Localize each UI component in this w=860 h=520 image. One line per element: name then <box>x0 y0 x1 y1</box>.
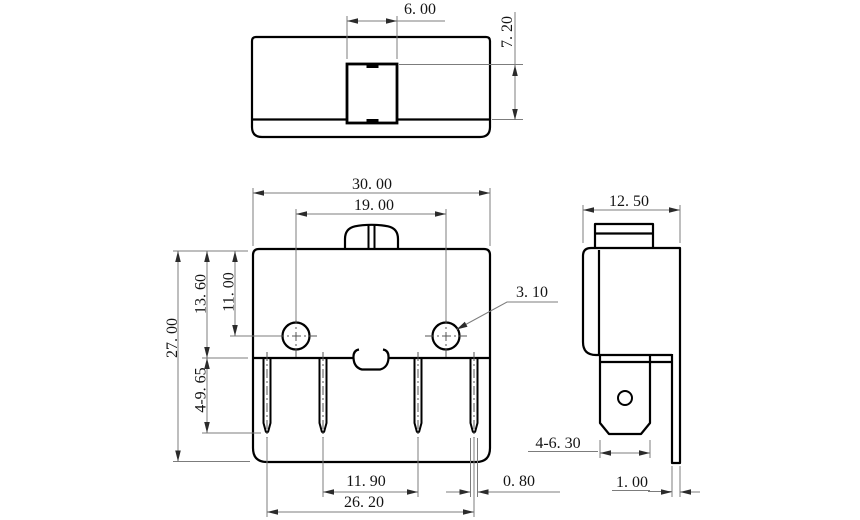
extension-lines <box>346 16 523 120</box>
arrowhead <box>407 489 418 495</box>
arrowhead <box>175 251 181 262</box>
front-button-outline <box>343 223 400 249</box>
arrowhead <box>680 489 691 495</box>
arrowhead <box>512 109 518 120</box>
dim-label-button-width: 6. 00 <box>404 1 436 18</box>
side-view: 12. 50 4-6. 30 1. 00 <box>528 193 700 497</box>
arrowhead <box>204 422 210 433</box>
arrowhead <box>253 190 264 196</box>
front-body-outline <box>251 247 492 464</box>
arrowhead <box>435 211 446 217</box>
arrowhead <box>661 489 672 495</box>
top-view-button-seam-marks <box>366 64 379 123</box>
dim-label-body-height: 13. 60 <box>193 274 210 314</box>
dim-label-pin-thickness: 0. 80 <box>503 473 535 490</box>
front-center-notch <box>352 348 390 371</box>
arrowhead <box>459 489 471 495</box>
dim-label-terminal-width: 4-6. 30 <box>535 435 580 452</box>
pin-centerlines <box>266 352 475 441</box>
arrowhead <box>386 18 397 24</box>
arrowhead <box>232 251 238 262</box>
dim-label-plate-thickness: 1. 00 <box>616 474 648 491</box>
terminal-tab-hole <box>617 390 633 406</box>
arrowhead <box>296 211 307 217</box>
dim-label-hole-offset: 11. 00 <box>221 272 238 311</box>
arrowhead <box>479 190 490 196</box>
side-body-left-edge <box>581 246 597 357</box>
hole-centerlines <box>275 315 467 357</box>
dim-label-outer-pin-spacing: 26. 20 <box>344 494 384 511</box>
arrowhead <box>204 347 210 358</box>
dim-label-button-height: 7. 20 <box>499 16 516 48</box>
dim-label-hole-spacing: 19. 00 <box>354 197 394 214</box>
dimension-lines <box>528 209 700 493</box>
dim-label-depth: 12. 50 <box>609 193 649 210</box>
top-view-outline <box>250 35 492 139</box>
terminal-pins <box>262 352 479 441</box>
arrowhead <box>204 358 210 369</box>
arrowhead <box>347 18 358 24</box>
arrowhead <box>477 489 489 495</box>
arrowhead <box>512 65 518 76</box>
arrowhead <box>583 207 594 213</box>
arrowhead <box>463 509 474 515</box>
top-view-button <box>345 62 399 125</box>
arrowhead <box>267 509 278 515</box>
arrowhead <box>204 251 210 262</box>
side-body-bottom-lines <box>596 353 672 364</box>
arrowhead <box>323 489 334 495</box>
arrowhead <box>639 450 650 456</box>
front-view: 30. 00 19. 00 3. 10 27. 00 13. 60 11. 00… <box>164 176 560 517</box>
side-button <box>593 222 655 248</box>
top-view: 6. 00 7. 20 <box>250 1 523 139</box>
arrowhead <box>669 207 680 213</box>
arrowhead <box>456 321 468 330</box>
arrowhead <box>600 450 611 456</box>
dim-label-pin-length: 4-9. 65 <box>193 367 210 412</box>
arrowhead <box>175 450 181 462</box>
dimension-lines <box>177 192 560 513</box>
side-body-outline <box>591 246 682 465</box>
dim-label-overall-width: 30. 00 <box>352 176 392 193</box>
extension-lines <box>582 205 681 497</box>
front-button-seams <box>367 225 376 248</box>
dim-label-inner-pin-spacing: 11. 90 <box>346 473 385 490</box>
dim-label-overall-height: 27. 00 <box>164 318 181 358</box>
arrowhead <box>232 325 238 336</box>
extension-lines <box>173 188 491 517</box>
dim-label-hole-diameter: 3. 10 <box>516 284 548 301</box>
side-terminal-tab <box>598 355 652 436</box>
